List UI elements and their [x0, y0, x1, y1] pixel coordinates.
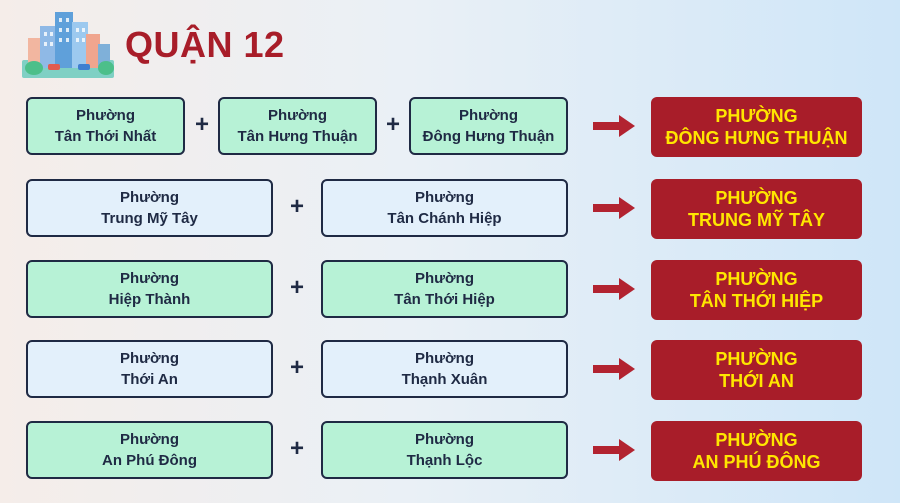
header: QUẬN 12 — [22, 8, 352, 78]
merge-row: Phường Trung Mỹ Tây + Phường Tân Chánh H… — [0, 179, 900, 241]
merged-ward-label: PHƯỜNG — [715, 269, 798, 289]
plus-operator: + — [194, 111, 209, 138]
merged-ward-name: TRUNG MỸ TÂY — [688, 210, 825, 230]
arrow-right-icon — [593, 439, 635, 461]
ward-name: An Phú Đông — [102, 452, 197, 469]
ward-label: Phường — [414, 189, 475, 206]
merged-ward-name: THỚI AN — [719, 371, 794, 391]
ward-box: Phường Tân Thới Hiệp — [321, 260, 568, 318]
merge-row: Phường Hiệp Thành + Phường Tân Thới Hiệp… — [0, 260, 900, 322]
arrow-right-icon — [593, 358, 635, 380]
merge-row: Phường An Phú Đông + Phường Thạnh Lộc PH… — [0, 421, 900, 483]
merge-row: Phường Thới An + Phường Thạnh Xuân PHƯỜN… — [0, 340, 900, 402]
ward-box: Phường Trung Mỹ Tây — [26, 179, 273, 237]
ward-box: Phường Tân Chánh Hiệp — [321, 179, 568, 237]
ward-name: Thạnh Lộc — [406, 452, 483, 469]
merged-ward-label: PHƯỜNG — [715, 349, 798, 369]
merged-ward-name: AN PHÚ ĐÔNG — [692, 452, 821, 472]
merged-ward-box: PHƯỜNG TRUNG MỸ TÂY — [651, 179, 862, 239]
ward-box: Phường Hiệp Thành — [26, 260, 273, 318]
arrow-right-icon — [593, 278, 635, 300]
ward-name: Tân Thới Nhất — [54, 128, 157, 145]
merged-ward-box: PHƯỜNG ĐÔNG HƯNG THUẬN — [651, 97, 862, 157]
ward-name: Tân Chánh Hiệp — [387, 210, 502, 227]
merged-ward-box: PHƯỜNG THỚI AN — [651, 340, 862, 400]
ward-box: Phường An Phú Đông — [26, 421, 273, 479]
ward-name: Thạnh Xuân — [401, 371, 488, 388]
ward-label: Phường — [267, 107, 328, 124]
merged-ward-name: TÂN THỚI HIỆP — [689, 291, 824, 311]
merged-ward-box: PHƯỜNG TÂN THỚI HIỆP — [651, 260, 862, 320]
ward-name: Đông Hưng Thuận — [422, 128, 555, 145]
ward-box: Phường Đông Hưng Thuận — [409, 97, 568, 155]
ward-label: Phường — [119, 431, 180, 448]
ward-name: Thới An — [121, 371, 178, 388]
ward-name: Tân Hưng Thuận — [237, 128, 358, 145]
merge-row: Phường Tân Thới Nhất + Phường Tân Hưng T… — [0, 97, 900, 159]
arrow-right-icon — [593, 197, 635, 219]
ward-box: Phường Thạnh Xuân — [321, 340, 568, 398]
merged-ward-box: PHƯỜNG AN PHÚ ĐÔNG — [651, 421, 862, 481]
plus-operator: + — [385, 111, 400, 138]
ward-label: Phường — [75, 107, 136, 124]
merged-ward-name: ĐÔNG HƯNG THUẬN — [665, 128, 848, 148]
ward-box: Phường Thạnh Lộc — [321, 421, 568, 479]
plus-operator: + — [289, 435, 304, 462]
ward-label: Phường — [414, 350, 475, 367]
ward-label: Phường — [119, 350, 180, 367]
plus-operator: + — [289, 354, 304, 381]
page-title: QUẬN 12 — [125, 24, 285, 65]
ward-name: Tân Thới Hiệp — [394, 291, 495, 308]
plus-operator: + — [289, 274, 304, 301]
ward-label: Phường — [119, 270, 180, 287]
plus-operator: + — [289, 193, 304, 220]
ward-box: Phường Tân Hưng Thuận — [218, 97, 377, 155]
city-buildings-icon — [22, 12, 114, 78]
ward-box: Phường Thới An — [26, 340, 273, 398]
ward-name: Hiệp Thành — [108, 291, 191, 308]
ward-label: Phường — [414, 431, 475, 448]
merged-ward-label: PHƯỜNG — [715, 106, 798, 126]
ward-label: Phường — [119, 189, 180, 206]
arrow-right-icon — [593, 115, 635, 137]
ward-name: Trung Mỹ Tây — [101, 210, 198, 227]
ward-box: Phường Tân Thới Nhất — [26, 97, 185, 155]
merged-ward-label: PHƯỜNG — [715, 430, 798, 450]
merged-ward-label: PHƯỜNG — [715, 188, 798, 208]
ward-label: Phường — [414, 270, 475, 287]
ward-label: Phường — [458, 107, 519, 124]
